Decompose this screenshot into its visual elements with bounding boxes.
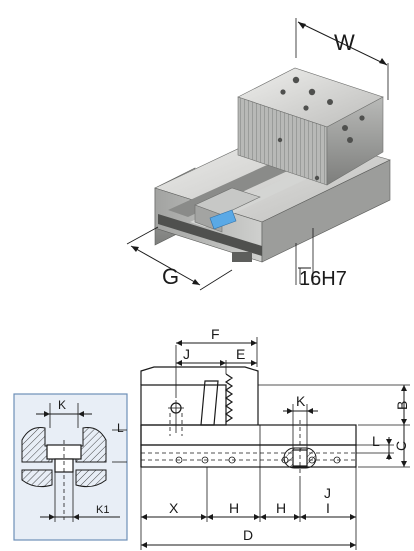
dimension-w: W bbox=[295, 18, 389, 100]
label-j-top: J bbox=[183, 346, 190, 362]
drawing-base bbox=[140, 424, 357, 446]
label-b: B bbox=[394, 401, 410, 410]
detail-label-k1: K1 bbox=[96, 504, 109, 516]
label-k: K bbox=[296, 393, 306, 409]
label-h-2: H bbox=[276, 500, 286, 516]
dimension-g: G bbox=[126, 226, 233, 291]
detail-label-l: L bbox=[117, 421, 124, 435]
vise-product-image bbox=[154, 67, 391, 263]
dimension-16h7: 16H7 bbox=[295, 228, 347, 290]
drawing-jaw bbox=[140, 384, 227, 426]
label-x: X bbox=[169, 500, 179, 516]
vise-front-tslot bbox=[158, 214, 262, 256]
vise-jaw-holes bbox=[280, 76, 365, 143]
label-l: L bbox=[372, 433, 380, 449]
label-c: C bbox=[393, 441, 409, 451]
label-g: G bbox=[162, 264, 179, 289]
label-f: F bbox=[211, 326, 220, 342]
vise-blue-tag bbox=[209, 209, 237, 230]
technical-side-drawing: F J E K B C L bbox=[140, 326, 410, 550]
detail-inset-panel: K L K1 bbox=[13, 393, 128, 541]
label-w: W bbox=[334, 30, 355, 55]
label-i: I bbox=[326, 500, 330, 516]
label-h-1: H bbox=[229, 500, 239, 516]
detail-label-k: K bbox=[58, 398, 66, 412]
label-d: D bbox=[243, 527, 253, 543]
label-16h7: 16H7 bbox=[299, 268, 347, 290]
label-e: E bbox=[236, 346, 245, 362]
label-j-bottom: J bbox=[324, 485, 331, 501]
